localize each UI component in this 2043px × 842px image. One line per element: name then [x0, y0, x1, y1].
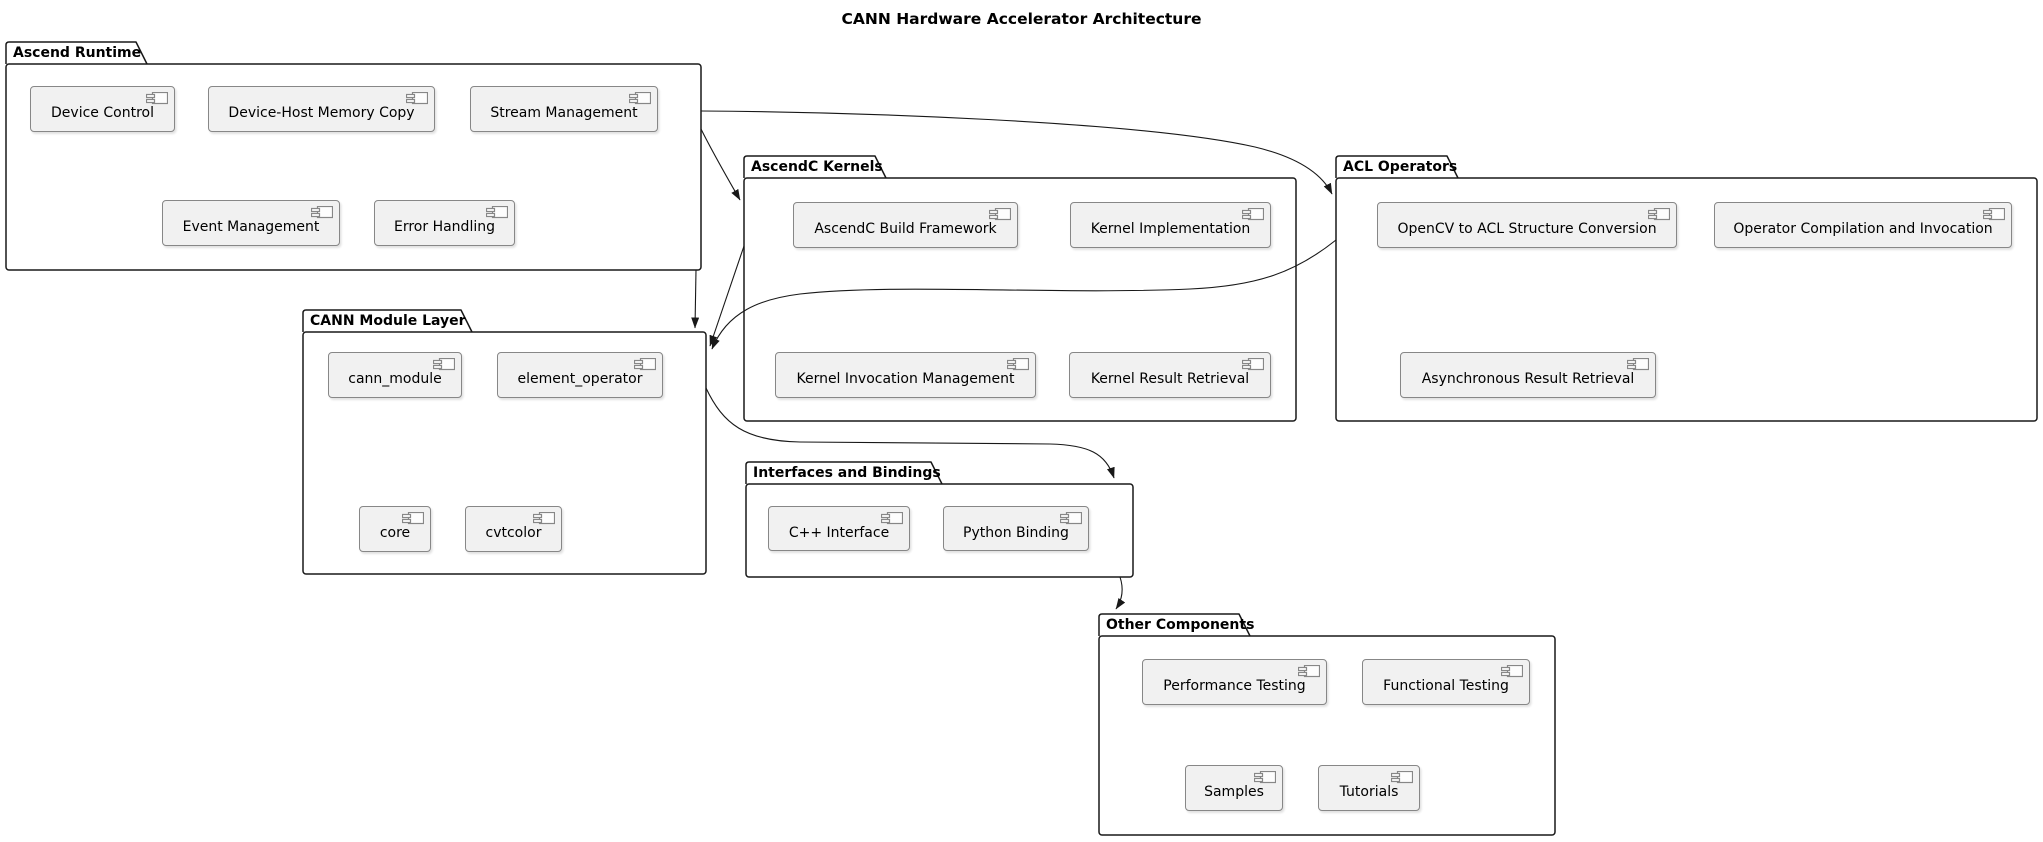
- edge-cann-module-layer-to-interfaces-and-bindings: [705, 387, 1115, 479]
- component-kernel-invocation-management: Kernel Invocation Management: [775, 352, 1036, 398]
- component-label: Device Control: [51, 105, 154, 121]
- component-cvtcolor: cvtcolor: [465, 506, 562, 552]
- component-opencv-to-acl-structure-conversion: OpenCV to ACL Structure Conversion: [1377, 202, 1677, 248]
- component-performance-testing: Performance Testing: [1142, 659, 1327, 705]
- edge-ascend-runtime-to-acl-operators: [700, 110, 1333, 195]
- package-label-other-components: Other Components: [1106, 617, 1255, 633]
- edge-acl-operators-to-cann-module-layer: [711, 239, 1337, 350]
- component-label: Stream Management: [490, 105, 638, 121]
- component-icon: [1983, 208, 2005, 221]
- component-python-binding: Python Binding: [943, 506, 1089, 551]
- component-core: core: [359, 506, 431, 552]
- component-stream-management: Stream Management: [470, 86, 658, 132]
- component-label: cvtcolor: [485, 525, 542, 541]
- component-label: Event Management: [182, 219, 320, 235]
- component-asynchronous-result-retrieval: Asynchronous Result Retrieval: [1400, 352, 1656, 398]
- component-icon: [629, 92, 651, 105]
- package-tab-ascend-runtime: [5, 41, 148, 65]
- package-label-cann-module-layer: CANN Module Layer: [310, 313, 466, 329]
- component-icon: [433, 358, 455, 371]
- component-label: Kernel Result Retrieval: [1090, 371, 1250, 387]
- component-tutorials: Tutorials: [1318, 765, 1420, 811]
- component-label: Asynchronous Result Retrieval: [1421, 371, 1635, 387]
- component-kernel-implementation: Kernel Implementation: [1070, 202, 1271, 248]
- package-label-interfaces-and-bindings: Interfaces and Bindings: [753, 465, 941, 481]
- component-icon: [533, 512, 555, 525]
- component-icon: [989, 208, 1011, 221]
- component-icon: [1648, 208, 1670, 221]
- component-icon: [1242, 358, 1264, 371]
- component-label: cann_module: [348, 371, 442, 387]
- component-label: Kernel Implementation: [1090, 221, 1251, 237]
- component-icon: [634, 358, 656, 371]
- package-tab-acl-operators: [1335, 155, 1459, 179]
- component-device-control: Device Control: [30, 86, 175, 132]
- edge-ascend-runtime-to-cann-module-layer: [691, 269, 700, 329]
- component-ascendc-build-framework: AscendC Build Framework: [793, 202, 1018, 248]
- edge-interfaces-and-bindings-to-other-components: [1115, 576, 1126, 610]
- component-label: AscendC Build Framework: [814, 221, 997, 237]
- component-cann-module: cann_module: [328, 352, 462, 398]
- component-label: OpenCV to ACL Structure Conversion: [1397, 221, 1657, 237]
- component-cpp-interface: C++ Interface: [768, 506, 910, 551]
- component-kernel-result-retrieval: Kernel Result Retrieval: [1069, 352, 1271, 398]
- component-element-operator: element_operator: [497, 352, 663, 398]
- package-tab-ascendc-kernels: [743, 155, 887, 179]
- component-label: Performance Testing: [1163, 678, 1306, 694]
- component-label: Error Handling: [394, 219, 495, 235]
- package-tab-interfaces-and-bindings: [745, 461, 943, 485]
- component-label: Operator Compilation and Invocation: [1733, 221, 1993, 237]
- component-icon: [1501, 665, 1523, 678]
- component-icon: [1391, 771, 1413, 784]
- component-label: core: [379, 525, 411, 541]
- component-event-management: Event Management: [162, 200, 340, 246]
- component-device-host-memory-copy: Device-Host Memory Copy: [208, 86, 435, 132]
- package-label-ascendc-kernels: AscendC Kernels: [751, 159, 883, 175]
- component-label: Python Binding: [963, 525, 1069, 541]
- component-icon: [146, 92, 168, 105]
- package-label-acl-operators: ACL Operators: [1343, 159, 1458, 175]
- component-label: Device-Host Memory Copy: [228, 105, 415, 121]
- component-icon: [1007, 358, 1029, 371]
- component-icon: [1254, 771, 1276, 784]
- component-icon: [1627, 358, 1649, 371]
- component-label: Kernel Invocation Management: [796, 371, 1015, 387]
- component-label: C++ Interface: [788, 525, 890, 541]
- component-error-handling: Error Handling: [374, 200, 515, 246]
- component-label: Tutorials: [1339, 784, 1399, 800]
- component-icon: [1242, 208, 1264, 221]
- component-functional-testing: Functional Testing: [1362, 659, 1530, 705]
- package-tab-other-components: [1098, 613, 1251, 637]
- component-icon: [1298, 665, 1320, 678]
- component-label: Functional Testing: [1383, 678, 1509, 694]
- edge-ascendc-kernels-to-cann-module-layer: [709, 245, 745, 347]
- component-samples: Samples: [1185, 765, 1283, 811]
- component-icon: [486, 206, 508, 219]
- component-icon: [881, 512, 903, 525]
- component-icon: [311, 206, 333, 219]
- component-icon: [1060, 512, 1082, 525]
- package-label-ascend-runtime: Ascend Runtime: [13, 45, 142, 61]
- diagram-title: CANN Hardware Accelerator Architecture: [841, 10, 1202, 28]
- package-tab-cann-module-layer: [302, 309, 473, 333]
- edge-ascend-runtime-to-ascendc-kernels: [700, 128, 741, 201]
- component-operator-compilation-and-invocation: Operator Compilation and Invocation: [1714, 202, 2012, 248]
- component-label: Samples: [1204, 784, 1264, 800]
- component-icon: [406, 92, 428, 105]
- component-icon: [402, 512, 424, 525]
- component-label: element_operator: [517, 371, 643, 387]
